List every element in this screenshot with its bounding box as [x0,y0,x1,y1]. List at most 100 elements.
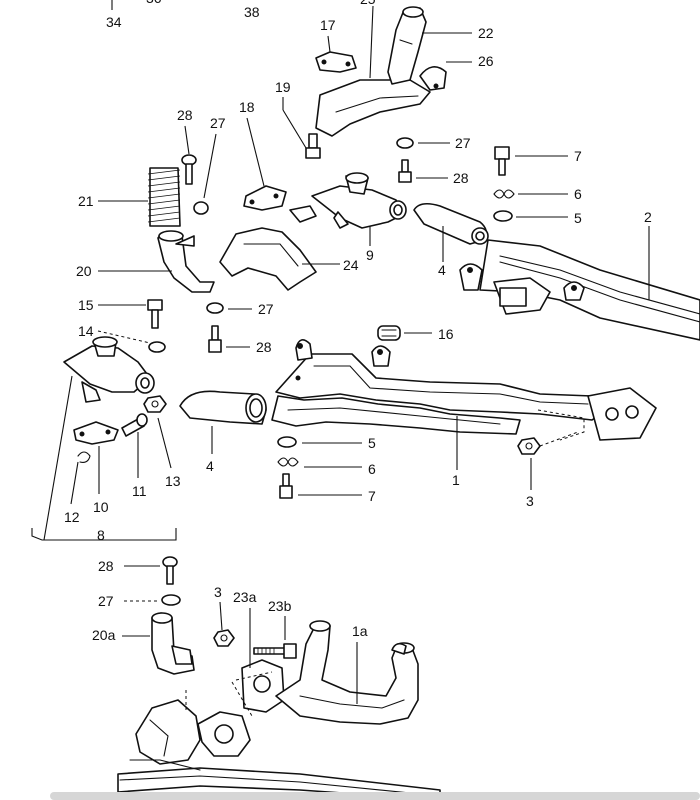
leader-8-valve [43,375,73,541]
part-bracket-26 [419,66,447,91]
part-flange-23a [241,659,285,713]
part-heat-exchanger-1 [271,339,657,441]
callout-5-lower: 5 [368,435,376,451]
part-elbow-20a [151,612,195,675]
leader-3-dash [539,431,579,447]
callout-12: 12 [64,509,80,525]
callout-18: 18 [239,99,255,115]
callout-38: 38 [244,4,260,20]
part-bolt-28-middle [208,325,222,353]
bracket-8 [31,528,177,541]
part-heat-exchanger-1a [275,620,419,725]
part-hose-4-lower [179,390,267,425]
part-duct-24 [219,227,317,291]
part-nut-3-lower [213,629,235,647]
callout-23b: 23b [268,598,292,614]
callout-7-upper: 7 [574,148,582,164]
part-bolt-28-upper [398,159,412,183]
callout-10: 10 [93,499,109,515]
callout-36: 36 [146,0,162,6]
callout-22: 22 [478,25,494,41]
part-washer-27-upper [396,137,414,149]
leader-3-lower [219,601,223,631]
leader-18 [246,117,265,187]
part-washer-27-middle [206,302,224,314]
part-bolt-7-lower [279,473,293,499]
callout-4-lower: 4 [206,458,214,474]
part-flap-18 [243,185,287,211]
callout-28-upper-left: 28 [177,107,193,123]
callout-6-upper: 6 [574,186,582,202]
part-bolt-28-upper-left [181,154,197,185]
callout-3-middle: 3 [526,493,534,509]
part-engine-case-section [135,671,273,765]
part-washer-5-lower [277,436,297,448]
part-bolt-19 [305,133,321,159]
callout-1a: 1a [352,623,368,639]
callout-28-middle: 28 [256,339,272,355]
callout-27-middle: 27 [258,301,274,317]
callout-16: 16 [438,326,454,342]
horizontal-scrollbar[interactable] [50,792,700,800]
callout-20: 20 [76,263,92,279]
part-exhaust-pipe-2 [459,239,700,341]
part-stud-23b [253,643,297,659]
part-bolt-15 [147,299,163,329]
leader-13 [157,417,172,469]
part-heater-valve-8 [63,336,155,403]
callout-15: 15 [78,297,94,313]
part-bellows-21 [147,167,181,227]
callout-17: 17 [320,17,336,33]
callout-28-lower: 28 [98,558,114,574]
leader-28-upper-left [184,125,190,155]
callout-21: 21 [78,193,94,209]
part-clamp-17 [315,51,357,73]
leader-17 [327,35,331,53]
callout-19: 19 [275,79,291,95]
callout-27-lower: 27 [98,593,114,609]
part-hose-4-upper [413,202,489,245]
callout-28-upper-right: 28 [453,170,469,186]
part-bolt-7-upper [494,146,510,176]
callout-6-lower: 6 [368,461,376,477]
callout-24: 24 [343,257,359,273]
callout-7-lower: 7 [368,488,376,504]
part-heater-duct-25 [315,6,431,137]
callout-11: 11 [132,483,147,499]
part-spring-washer-6-upper [493,189,515,199]
callout-9: 9 [366,247,374,263]
part-heater-valve-9 [289,172,407,229]
leader-25 [369,5,374,79]
part-spring-washer-6-lower [277,457,299,467]
callout-8: 8 [97,527,105,543]
part-bolt-28-lower [162,556,178,585]
callout-1: 1 [452,472,460,488]
part-elbow-20 [157,230,215,293]
leader-14 [97,330,151,344]
callout-25: 25 [360,0,376,7]
callout-27-upper-right: 27 [455,135,471,151]
part-washer-14 [148,341,166,353]
part-clamp-16 [377,325,401,341]
callout-14: 14 [78,323,94,339]
callout-26: 26 [478,53,494,69]
part-screw-11 [121,413,148,437]
callout-20a: 20a [92,627,116,643]
part-bracket-10 [73,421,119,445]
leader-19b [282,109,307,149]
leader-27-upper-left [203,133,217,199]
callout-23a: 23a [233,589,257,605]
callout-5-upper: 5 [574,210,582,226]
leader-12 [70,461,79,505]
part-washer-27-lower [161,594,181,606]
part-nut-13 [143,395,167,413]
callout-2: 2 [644,209,652,225]
callout-27-upper-left: 27 [210,115,226,131]
callout-4-upper: 4 [438,262,446,278]
part-nut-3-middle [517,437,541,455]
part-washer-27-upper-left [193,201,209,215]
callout-34: 34 [106,14,122,30]
part-washer-5-upper [493,210,513,222]
callout-13: 13 [165,473,181,489]
